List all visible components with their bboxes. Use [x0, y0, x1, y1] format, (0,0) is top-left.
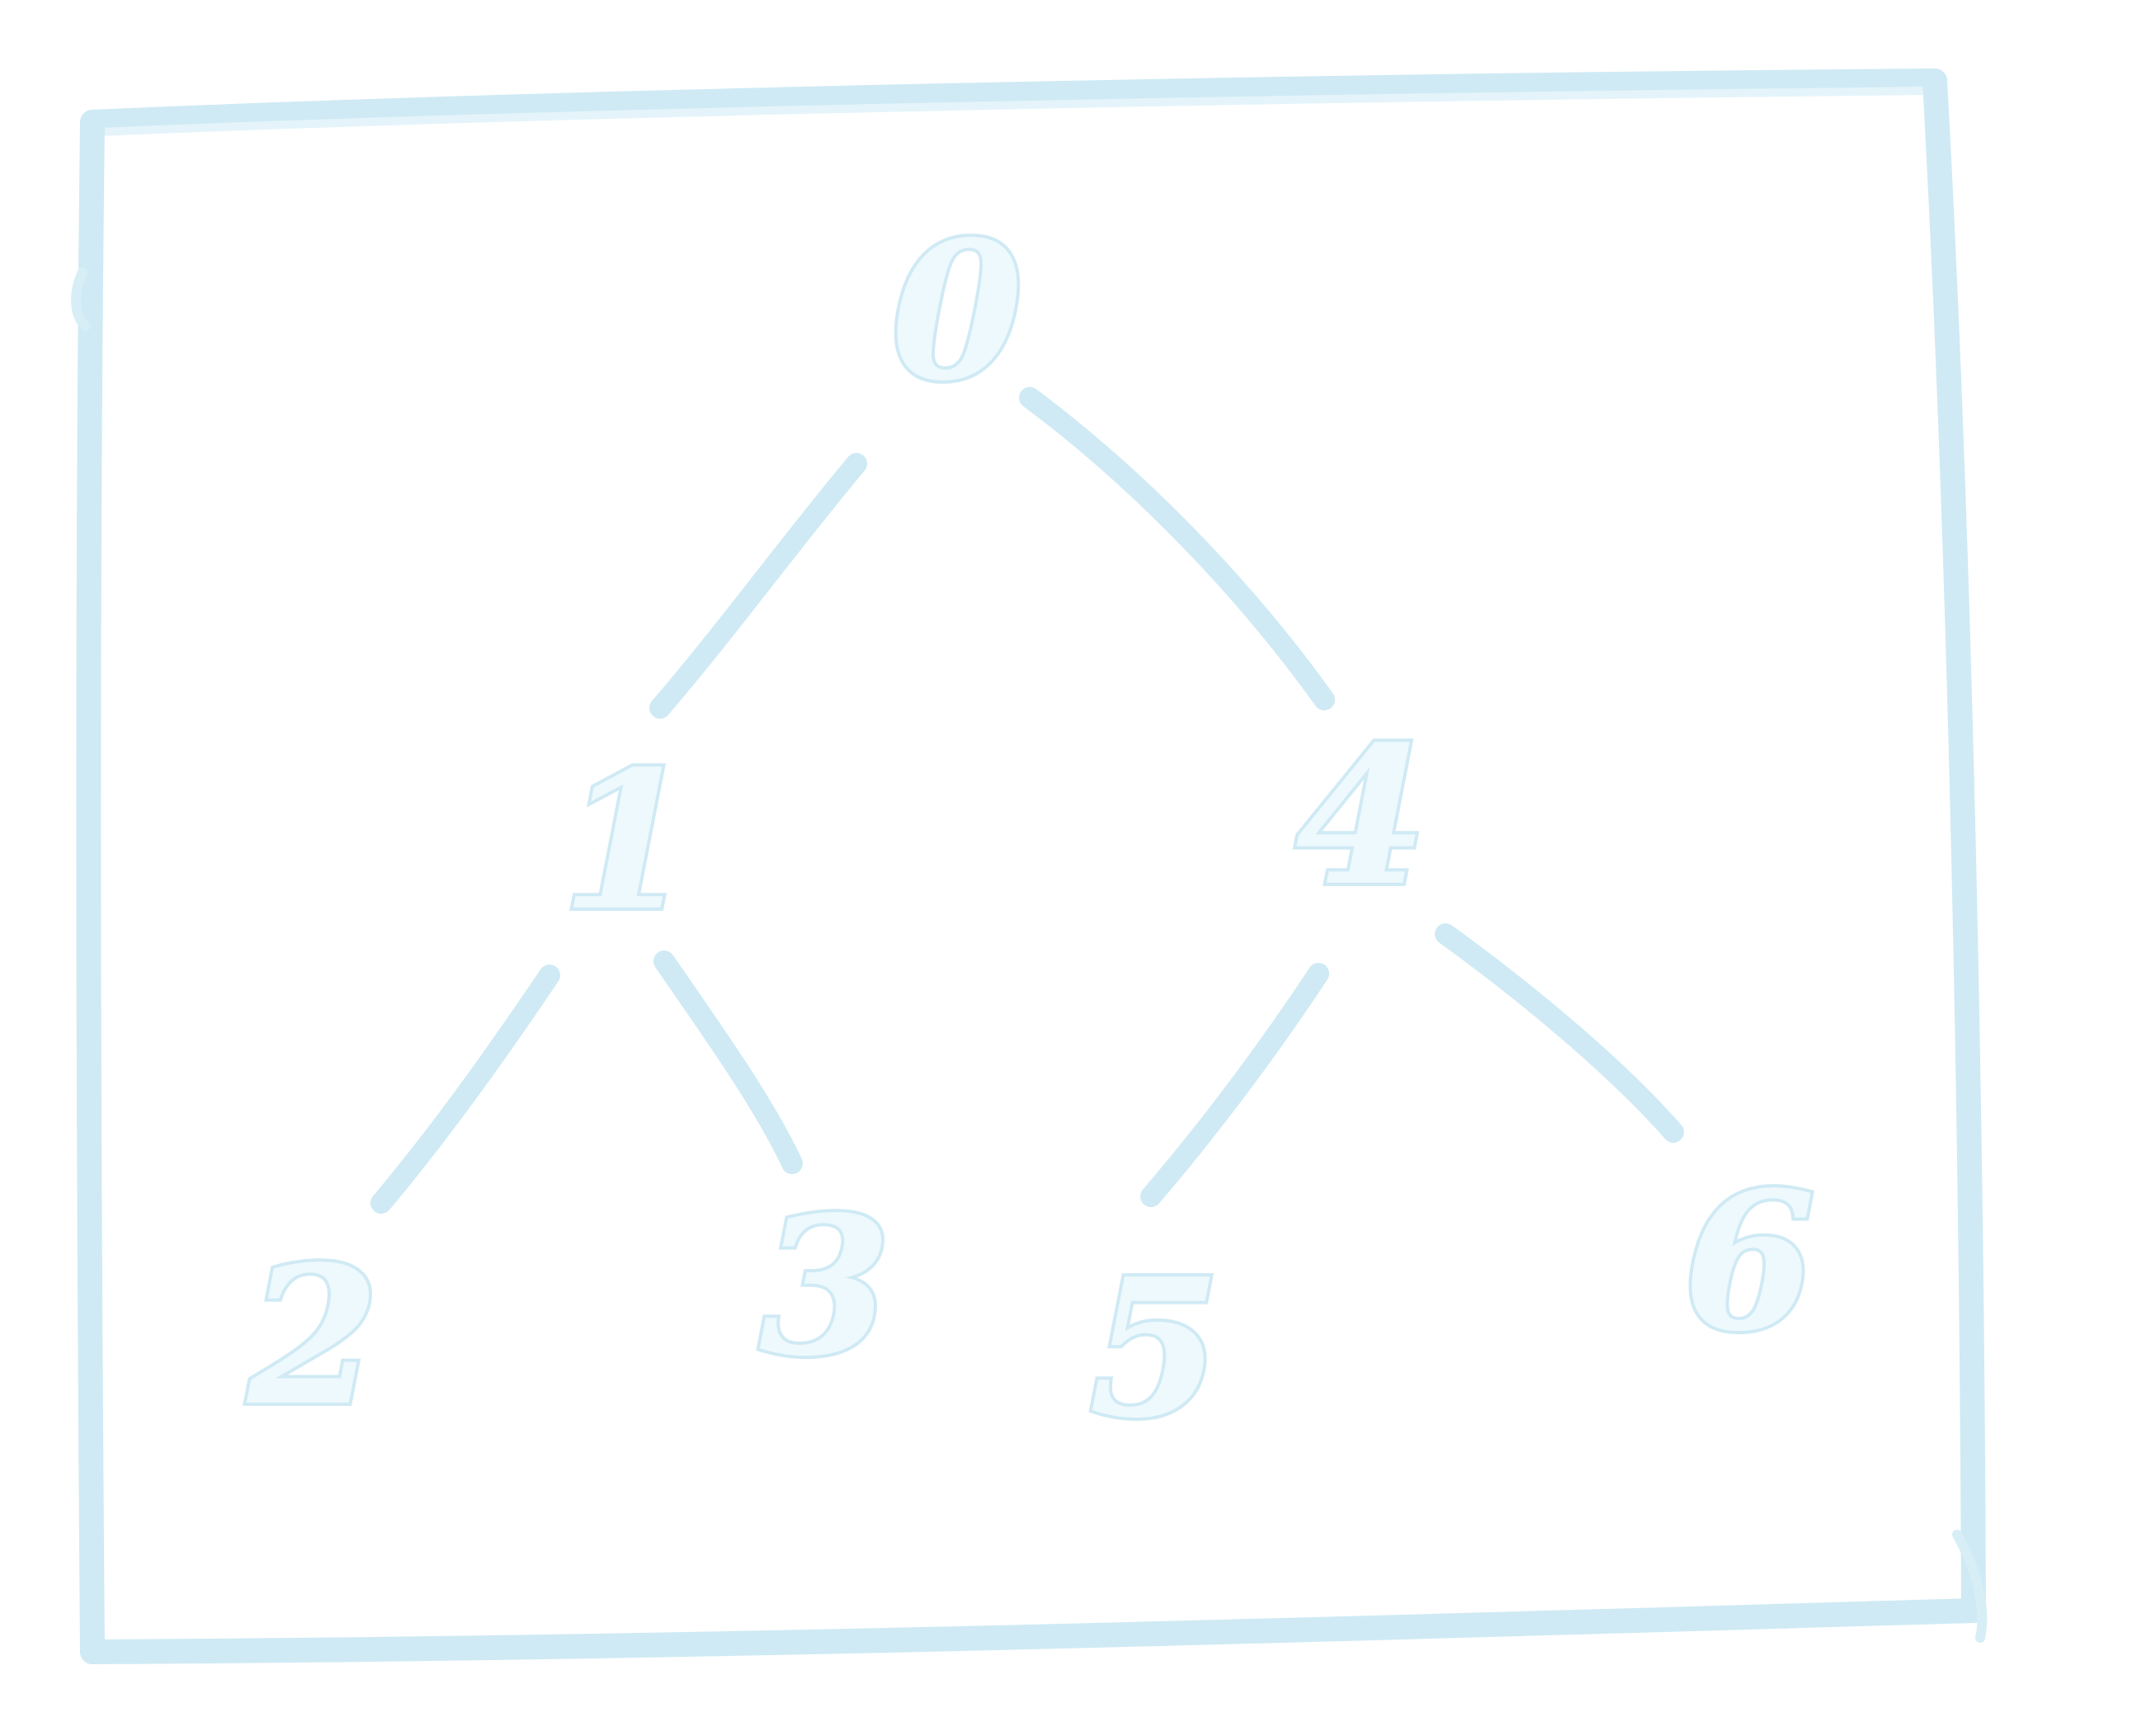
frame-border	[71, 68, 1988, 1664]
node-5: 5	[1089, 1238, 1221, 1460]
tree-nodes: 0 1 4 2 3 5 6	[243, 197, 1818, 1464]
node-0: 0	[891, 200, 1023, 423]
edge-4-6	[1435, 923, 1684, 1143]
edge-1-2	[370, 965, 560, 1214]
node-1: 1	[561, 730, 693, 953]
node-4: 4	[1295, 705, 1427, 928]
edge-0-1	[649, 453, 867, 719]
edge-0-4	[1019, 387, 1335, 710]
edge-4-5	[1140, 963, 1329, 1207]
node-2: 2	[246, 1225, 380, 1448]
edge-1-3	[653, 951, 803, 1174]
node-3: 3	[759, 1176, 891, 1399]
node-6: 6	[1683, 1151, 1815, 1374]
tree-edges	[370, 387, 1684, 1214]
